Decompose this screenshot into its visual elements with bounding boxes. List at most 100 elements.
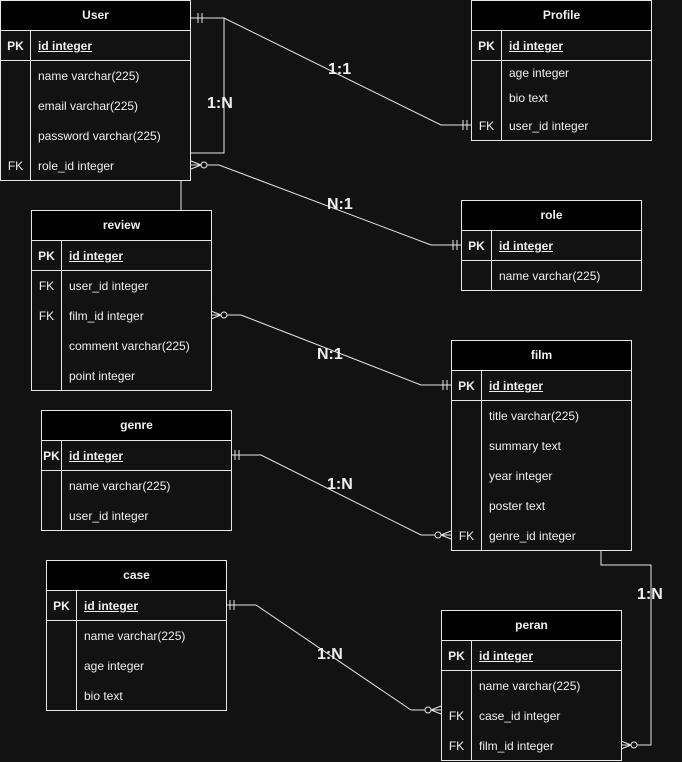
key-badge: [1, 121, 31, 151]
key-badge: [462, 261, 492, 291]
table-row: PK id integer: [1, 31, 190, 61]
key-badge: FK: [32, 271, 62, 301]
field-label: name varchar(225): [479, 679, 581, 693]
key-badge: PK: [472, 31, 502, 60]
key-badge: [1, 91, 31, 121]
table-row: summary text: [452, 431, 631, 461]
many-marker: [430, 709, 442, 715]
key-badge: [452, 461, 482, 491]
zero-marker: [424, 706, 432, 714]
key-badge: [472, 86, 502, 111]
key-badge: [32, 361, 62, 391]
field-label: bio text: [84, 689, 123, 703]
entity-review[interactable]: review PK id integer FK user_id integer FK…: [31, 210, 212, 391]
many-marker: [210, 314, 222, 320]
key-badge: PK: [1, 31, 31, 60]
key-badge: PK: [462, 231, 492, 260]
key-badge: [452, 401, 482, 431]
field-label: name varchar(225): [499, 269, 601, 283]
table-row: point integer: [32, 361, 211, 391]
key-badge: FK: [442, 731, 472, 761]
key-badge: PK: [42, 441, 62, 470]
field-label: id integer: [499, 239, 554, 253]
field-label: id integer: [84, 599, 139, 613]
table-row: FK role_id integer: [1, 151, 190, 181]
field-label: age integer: [509, 66, 570, 80]
relation-label-user-role: N:1: [327, 196, 353, 213]
entity-title: Profile: [472, 1, 651, 31]
table-row: bio text: [472, 86, 651, 111]
relation-label-user-review: 1:N: [207, 95, 233, 112]
table-row: name varchar(225): [462, 261, 641, 291]
entity-title: genre: [42, 411, 231, 441]
connector-genre-film: [231, 454, 451, 536]
entity-title: case: [47, 561, 226, 591]
field-label: id integer: [479, 649, 534, 663]
table-row: name varchar(225): [1, 61, 190, 91]
field-label: point integer: [69, 369, 136, 383]
field-label: id integer: [489, 379, 544, 393]
field-label: id integer: [509, 39, 564, 53]
entity-title: role: [462, 201, 641, 231]
field-label: role_id integer: [38, 159, 115, 173]
table-row: password varchar(225): [1, 121, 190, 151]
many-marker: [620, 740, 632, 746]
key-badge: PK: [442, 641, 472, 670]
entity-title: review: [32, 211, 211, 241]
table-row: PK id integer: [442, 641, 621, 671]
field-label: email varchar(225): [38, 99, 139, 113]
relation-label-case-peran: 1:N: [317, 646, 343, 663]
key-badge: [452, 491, 482, 521]
field-label: poster text: [489, 499, 546, 513]
zero-marker: [220, 311, 228, 319]
table-row: bio text: [47, 681, 226, 711]
table-row: FK user_id integer: [32, 271, 211, 301]
field-label: comment varchar(225): [69, 339, 190, 353]
table-row: name varchar(225): [442, 671, 621, 701]
entity-profile[interactable]: Profile PK id integer age integer bio tex…: [471, 0, 652, 141]
many-marker: [430, 705, 442, 711]
field-label: id integer: [69, 449, 124, 463]
table-row: user_id integer: [42, 501, 231, 531]
table-row: age integer: [472, 61, 651, 86]
entity-title: film: [452, 341, 631, 371]
table-row: name varchar(225): [47, 621, 226, 651]
table-row: PK id integer: [452, 371, 631, 401]
relation-label-user-profile: 1:1: [328, 61, 352, 78]
key-badge: [42, 501, 62, 531]
table-row: poster text: [452, 491, 631, 521]
entity-role[interactable]: role PK id integer name varchar(225): [461, 200, 642, 291]
field-label: film_id integer: [69, 309, 144, 323]
zero-marker: [630, 741, 638, 749]
table-row: PK id integer: [42, 441, 231, 471]
key-badge: PK: [452, 371, 482, 400]
many-marker: [440, 534, 452, 540]
zero-marker: [434, 531, 442, 539]
many-marker: [440, 530, 452, 536]
table-row: age integer: [47, 651, 226, 681]
key-badge: FK: [1, 151, 31, 181]
relation-label-review-film: N:1: [317, 346, 343, 363]
field-label: id integer: [38, 39, 93, 53]
field-label: id integer: [69, 249, 124, 263]
key-badge: PK: [32, 241, 62, 270]
field-label: genre_id integer: [489, 529, 576, 543]
many-marker: [620, 744, 632, 750]
key-badge: FK: [442, 701, 472, 731]
table-row: email varchar(225): [1, 91, 190, 121]
key-badge: [47, 651, 77, 681]
key-badge: [32, 331, 62, 361]
table-row: PK id integer: [472, 31, 651, 61]
field-label: user_id integer: [69, 279, 149, 293]
relation-label-genre-film: 1:N: [327, 476, 353, 493]
zero-marker: [200, 161, 208, 169]
field-label: film_id integer: [479, 739, 554, 753]
key-badge: [472, 61, 502, 86]
